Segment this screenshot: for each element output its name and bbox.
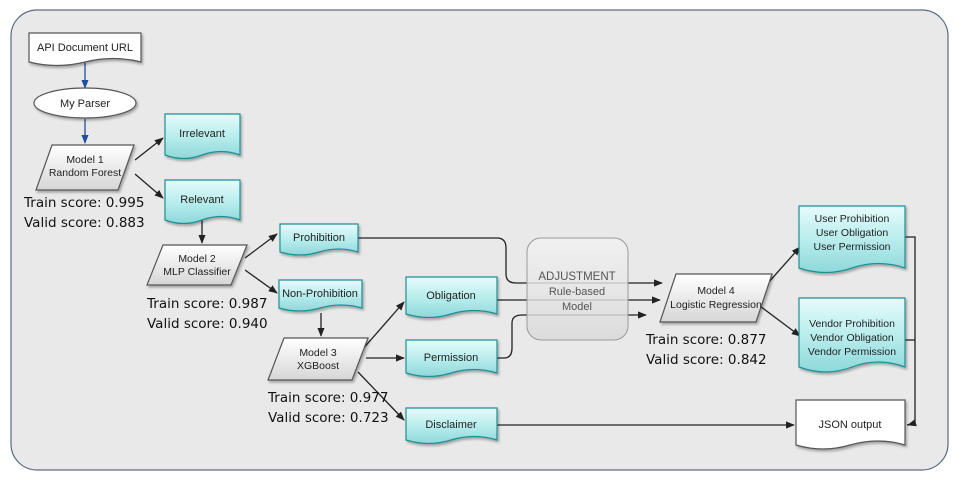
model4-train-score: Train score: 0.877 (646, 332, 767, 348)
relevant-label: Relevant (180, 194, 223, 206)
edge-model1-irrelevant (134, 137, 164, 161)
user-output-line1: User Prohibition (815, 213, 890, 225)
model4-valid-score: Valid score: 0.842 (646, 352, 767, 368)
json-output-node: JSON output (795, 399, 906, 450)
adjustment-line1: ADJUSTMENT (538, 271, 615, 283)
prohibition-label: Prohibition (293, 232, 345, 244)
irrelevant-node: Irrelevant (164, 113, 241, 160)
edge-model2-prohibition (244, 233, 278, 259)
model2-valid-score: Valid score: 0.940 (147, 316, 268, 332)
model1-valid-score: Valid score: 0.883 (24, 215, 145, 231)
model2-scores: Train score: 0.987 Valid score: 0.940 (147, 294, 268, 334)
model3-line2: XGBoost (297, 360, 339, 372)
adjustment-line3: Model (562, 301, 592, 313)
model4-scores: Train score: 0.877 Valid score: 0.842 (646, 330, 767, 370)
json-output-label: JSON output (819, 419, 882, 431)
api-url-node: API Document URL (28, 32, 142, 67)
edge-prohibition-model4 (358, 237, 663, 287)
vendor-output-line1: Vendor Prohibition (809, 318, 895, 330)
irrelevant-label: Irrelevant (179, 128, 225, 140)
obligation-label: Obligation (426, 290, 476, 302)
model3-train-score: Train score: 0.977 (268, 390, 389, 406)
parser-node: My Parser (33, 87, 137, 119)
disclaimer-label: Disclaimer (425, 419, 477, 431)
disclaimer-node: Disclaimer (405, 407, 498, 445)
edge-model4-vendor (759, 305, 801, 337)
model2-node: Model 2 MLP Classifier (146, 244, 248, 286)
model1-line1: Model 1 (66, 154, 104, 166)
connectors (81, 63, 917, 429)
model3-node: Model 3 XGBoost (267, 337, 369, 381)
model1-train-score: Train score: 0.995 (24, 195, 145, 211)
vendor-output-line3: Vendor Permission (808, 346, 896, 358)
model4-line2: Logistic Regression (670, 299, 762, 311)
adjustment-line2: Rule-based (549, 286, 605, 298)
prohibition-node: Prohibition (279, 223, 359, 256)
vendor-output-line2: Vendor Obligation (810, 332, 894, 344)
model1-line2: Random Forest (49, 167, 121, 179)
model3-line1: Model 3 (299, 347, 337, 359)
api-url-label: API Document URL (37, 42, 133, 54)
model2-train-score: Train score: 0.987 (147, 296, 268, 312)
obligation-node: Obligation (405, 276, 498, 319)
parser-label: My Parser (60, 98, 110, 110)
model2-line1: Model 2 (178, 253, 216, 265)
edge-model3-disclaimer (357, 371, 405, 421)
permission-node: Permission (405, 339, 498, 378)
vendor-output-node: Vendor Prohibition Vendor Obligation Ven… (798, 297, 906, 373)
model1-node: Model 1 Random Forest (35, 144, 135, 191)
edge-model3-obligation (361, 301, 405, 351)
model4-line1: Model 4 (697, 285, 735, 297)
model4-node: Model 4 Logistic Regression (659, 273, 773, 323)
non-prohibition-label: Non-Prohibition (282, 288, 358, 300)
edge-model1-relevant (134, 173, 164, 199)
permission-label: Permission (424, 352, 478, 364)
model3-valid-score: Valid score: 0.723 (268, 410, 389, 426)
user-output-line2: User Obligation (816, 227, 889, 239)
edge-permission-model4 (497, 311, 647, 359)
adjustment-node: ADJUSTMENT Rule-based Model (526, 237, 629, 341)
edge-model2-nonprohibition (244, 269, 278, 294)
model2-line2: MLP Classifier (163, 266, 231, 278)
user-output-line3: User Permission (813, 241, 890, 253)
model3-scores: Train score: 0.977 Valid score: 0.723 (268, 388, 389, 428)
diagram-panel (10, 9, 949, 471)
relevant-node: Relevant (164, 179, 241, 225)
non-prohibition-node: Non-Prohibition (278, 279, 363, 312)
user-output-node: User Prohibition User Obligation User Pe… (798, 205, 906, 274)
model1-scores: Train score: 0.995 Valid score: 0.883 (24, 193, 145, 233)
